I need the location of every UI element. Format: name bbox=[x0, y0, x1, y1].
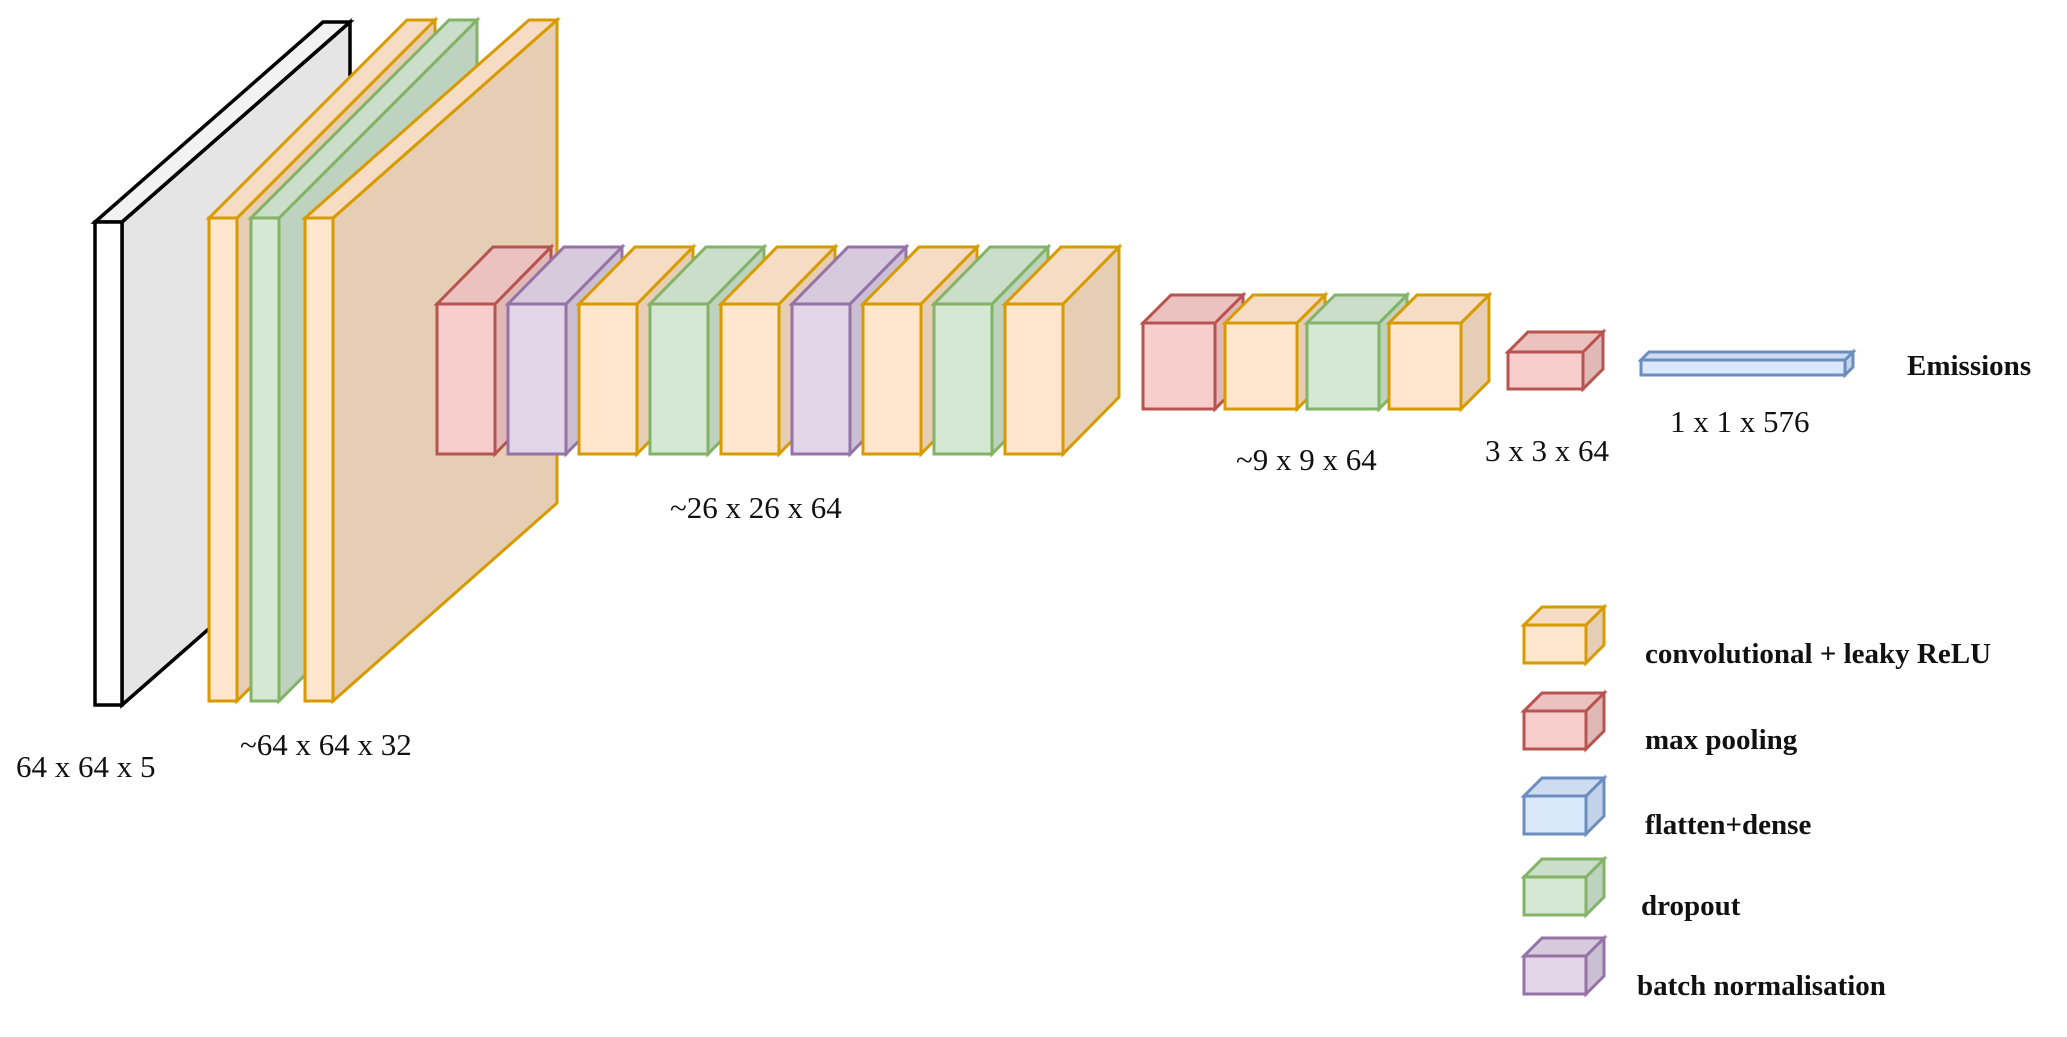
legend-swatch-dense-front bbox=[1522, 794, 1588, 836]
output-label: Emissions bbox=[1907, 350, 2031, 382]
stage2-layer-conv-8-front bbox=[1003, 302, 1065, 456]
stage-label-stage1: ~64 x 64 x 32 bbox=[240, 727, 412, 762]
legend-label-dense: flatten+dense bbox=[1645, 809, 1811, 841]
legend-label-batchnorm: batch normalisation bbox=[1637, 970, 1886, 1002]
legend-label-dropout: dropout bbox=[1641, 890, 1741, 922]
legend-swatch-dropout-front bbox=[1522, 875, 1588, 917]
stage-label-stage2: ~26 x 26 x 64 bbox=[670, 490, 842, 525]
stage5-layer-dense-0 bbox=[1637, 348, 1857, 379]
stage2-layer-pool-0-front bbox=[435, 302, 497, 456]
stage1-layer-dropout-1-front bbox=[249, 216, 281, 703]
stage1-layer-conv-2 bbox=[301, 16, 561, 705]
stage2-layer-conv-2-front bbox=[577, 302, 639, 456]
legend-swatch-pool bbox=[1520, 689, 1608, 753]
stage-label-stage3: ~9 x 9 x 64 bbox=[1236, 442, 1377, 477]
legend-swatch-conv-front bbox=[1522, 623, 1588, 665]
stage1-layer-conv-0-front bbox=[207, 216, 239, 703]
stage2-layer-batchnorm-5-front bbox=[790, 302, 852, 456]
stage-label-stage5: 1 x 1 x 576 bbox=[1670, 404, 1810, 439]
stage2-layer-dropout-3-front bbox=[648, 302, 710, 456]
legend-label-pool: max pooling bbox=[1645, 724, 1798, 756]
stage2-layer-conv-6-front bbox=[861, 302, 923, 456]
legend-swatch-pool-front bbox=[1522, 709, 1588, 751]
stage4-layer-pool-0-front bbox=[1506, 350, 1585, 391]
legend-label-conv: convolutional + leaky ReLU bbox=[1645, 638, 1991, 670]
layer-blocks bbox=[90, 16, 1857, 709]
legend-swatch-dropout bbox=[1520, 855, 1608, 919]
stage3-layer-dropout-2-front bbox=[1305, 321, 1381, 411]
stage3-layer-pool-0-front bbox=[1141, 321, 1217, 411]
stage2-layer-conv-8 bbox=[1001, 243, 1123, 458]
stage3-layer-conv-1-front bbox=[1223, 321, 1299, 411]
legend-swatch-conv bbox=[1520, 603, 1608, 667]
stage4-layer-pool-0 bbox=[1504, 328, 1607, 393]
stage2-layer-conv-4-front bbox=[719, 302, 781, 456]
input-layer-input-0-front bbox=[93, 220, 124, 707]
stage3-layer-conv-3 bbox=[1385, 291, 1493, 413]
stage-label-stage4: 3 x 3 x 64 bbox=[1485, 433, 1610, 468]
stage3-layer-conv-3-front bbox=[1387, 321, 1463, 411]
stage1-layer-conv-2-front bbox=[303, 216, 335, 703]
stage-label-input: 64 x 64 x 5 bbox=[16, 749, 156, 784]
stage2-layer-dropout-7-front bbox=[932, 302, 994, 456]
legend-swatch-batchnorm bbox=[1520, 934, 1608, 998]
stage5-layer-dense-0-front bbox=[1639, 358, 1847, 377]
legend-swatch-batchnorm-front bbox=[1522, 954, 1588, 996]
stage2-layer-batchnorm-1-front bbox=[506, 302, 568, 456]
legend-swatches bbox=[1520, 603, 1608, 998]
legend-swatch-dense bbox=[1520, 774, 1608, 838]
